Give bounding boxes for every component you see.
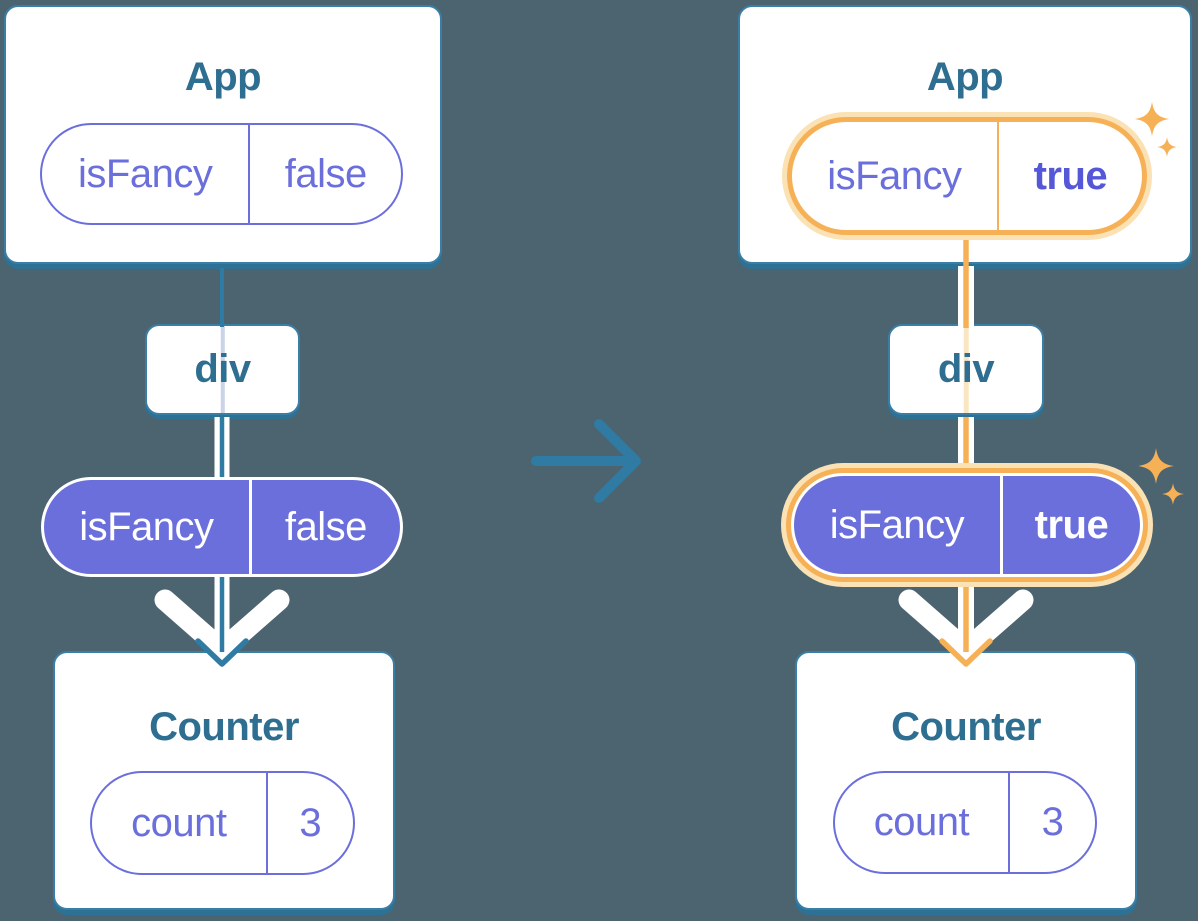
arrow-head — [594, 419, 641, 503]
left-passed-prop-pill: isFancy false — [41, 477, 403, 577]
right-div-title: div — [937, 347, 995, 391]
state-label: count — [131, 800, 227, 845]
left-app-state-pill: isFancy false — [40, 123, 403, 225]
left-counter-title: Counter — [149, 705, 299, 749]
right-app-title: App — [926, 55, 1004, 99]
right-passed-prop-pill-highlighted: isFancy true — [791, 473, 1143, 577]
prop-value: true — [999, 476, 1140, 574]
left-div-title: div — [194, 347, 251, 391]
state-value: false — [248, 125, 401, 223]
state-value: true — [996, 122, 1142, 230]
right-app-state-pill-highlighted: isFancy true — [787, 117, 1147, 235]
prop-label: isFancy — [79, 504, 214, 549]
state-label: isFancy — [78, 151, 213, 196]
state-label: isFancy — [827, 153, 962, 198]
transition-arrow-icon — [531, 419, 641, 503]
sparkle-icon — [1138, 448, 1174, 484]
left-big-chevron-icon — [154, 589, 290, 661]
state-label: count — [873, 800, 970, 844]
right-counter-title: Counter — [891, 705, 1041, 749]
right-big-chevron-icon — [898, 589, 1034, 661]
right-div-card: div — [888, 324, 1044, 415]
state-value: 3 — [1007, 773, 1095, 872]
left-counter-state-pill: count 3 — [90, 771, 355, 875]
sparkle-icon — [1162, 483, 1184, 505]
prop-label: isFancy — [829, 502, 965, 547]
state-value: 3 — [265, 773, 353, 873]
right-counter-state-pill: count 3 — [833, 771, 1097, 874]
left-div-card: div — [145, 324, 300, 415]
left-app-title: App — [184, 55, 262, 99]
prop-value: false — [248, 480, 400, 574]
right-tree-lines — [898, 230, 1034, 667]
